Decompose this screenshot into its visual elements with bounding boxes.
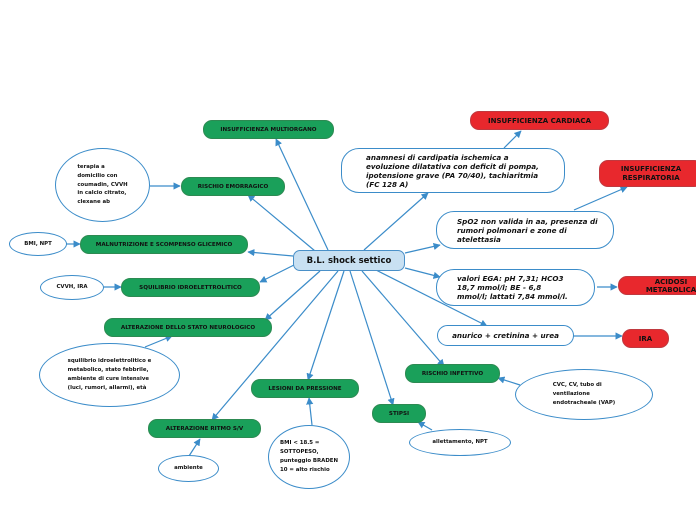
node-alterazione-ritmo[interactable]: ALTERAZIONE RITMO S/V	[148, 419, 261, 438]
oval-terapia[interactable]: terapia a domicilio con coumadin, CVVH i…	[55, 148, 150, 222]
link-ambiente	[188, 438, 201, 457]
link-neuro	[264, 270, 321, 321]
oval-allettamento-text: allettamento, NPT	[432, 439, 488, 446]
link-emorragico	[247, 194, 316, 252]
oval-ambiente-text: ambiente	[174, 465, 203, 472]
node-insufficienza-respiratoria[interactable]: INSUFFICIENZA RESPIRATORIA	[599, 160, 696, 187]
node-insufficienza-cardiaca[interactable]: INSUFFICIENZA CARDIACA	[470, 111, 609, 130]
link-squilibrio-detail	[144, 335, 173, 348]
oval-bmi-npt[interactable]: BMI, NPT	[9, 232, 67, 256]
node-rischio-infettivo[interactable]: RISCHIO INFETTIVO	[405, 364, 500, 383]
oval-squilibrio-detail[interactable]: squilibrio idroelettrolitico e metabolic…	[39, 343, 180, 407]
note-anurico-text: anurico + cretinina + urea	[452, 331, 559, 340]
note-ega[interactable]: valori EGA: pH 7,31; HCO3 18,7 mmol/l; B…	[436, 269, 595, 306]
link-multiorgano	[275, 138, 329, 251]
oval-terapia-text: terapia a domicilio con coumadin, CVVH i…	[77, 163, 128, 206]
note-anamnesi-text: anamnesi di cardipatia ischemica a evolu…	[366, 152, 539, 189]
node-insufficienza-multiorgano[interactable]: INSUFFICIENZA MULTIORGANO	[203, 120, 334, 139]
note-anurico[interactable]: anurico + cretinina + urea	[437, 325, 574, 346]
link-braden	[306, 397, 314, 426]
node-squilibrio[interactable]: SQUILIBRIO IDROELETTROLITICO	[121, 278, 260, 297]
oval-cvc[interactable]: CVC, CV, tubo di ventilazione endotrache…	[515, 369, 653, 420]
node-acidosi-metabolica[interactable]: ACIDOSI METABOLICA	[618, 276, 696, 295]
oval-ambiente[interactable]: ambiente	[158, 455, 219, 482]
oval-squilibrio-detail-text: squilibrio idroelettrolitico e metabolic…	[67, 358, 152, 391]
node-alterazione-neurologica[interactable]: ALTERAZIONE DELLO STATO NEUROLOGICO	[104, 318, 272, 337]
oval-allettamento[interactable]: allettamento, NPT	[409, 429, 511, 456]
link-lesioni	[306, 270, 345, 381]
node-stipsi[interactable]: STIPSI	[372, 404, 426, 423]
link-cvc	[497, 376, 521, 386]
oval-cvvh-ira-text: CVVH, IRA	[56, 284, 88, 291]
note-ega-text: valori EGA: pH 7,31; HCO3 18,7 mmol/l; B…	[457, 274, 568, 301]
link-ega	[404, 267, 441, 279]
note-spo2-text: SpO2 non valida in aa, presenza di rumor…	[457, 216, 598, 244]
oval-bmi-braden-text: BMI < 18.5 = SOTTOPESO, punteggio BRADEN…	[279, 440, 338, 473]
link-cardiaca	[503, 130, 522, 149]
link-allettamento	[417, 421, 433, 431]
link-anamnesi	[363, 192, 429, 251]
link-spo2	[404, 242, 441, 254]
oval-cvc-text: CVC, CV, tubo di ventilazione endotrache…	[552, 382, 616, 406]
oval-bmi-npt-text: BMI, NPT	[24, 240, 52, 247]
link-infettivo	[361, 270, 445, 367]
oval-bmi-braden[interactable]: BMI < 18.5 = SOTTOPESO, punteggio BRADEN…	[268, 425, 350, 489]
link-ritmo	[211, 270, 339, 421]
link-malnutrizione	[247, 248, 294, 257]
link-respiratoria	[573, 186, 628, 211]
link-anurico	[375, 269, 488, 327]
link-squilibrio	[259, 264, 295, 283]
note-anamnesi[interactable]: anamnesi di cardipatia ischemica a evolu…	[341, 148, 565, 193]
node-malnutrizione[interactable]: MALNUTRIZIONE E SCOMPENSO GLICEMICO	[80, 235, 248, 254]
center-node[interactable]: B.L. shock settico	[293, 250, 405, 271]
node-ira[interactable]: IRA	[622, 329, 669, 348]
note-spo2[interactable]: SpO2 non valida in aa, presenza di rumor…	[436, 211, 614, 249]
node-rischio-emorragico[interactable]: RISCHIO EMORRAGICO	[181, 177, 285, 196]
node-lesioni-pressione[interactable]: LESIONI DA PRESSIONE	[251, 379, 359, 398]
oval-cvvh-ira[interactable]: CVVH, IRA	[40, 275, 104, 300]
link-stipsi	[349, 270, 395, 406]
